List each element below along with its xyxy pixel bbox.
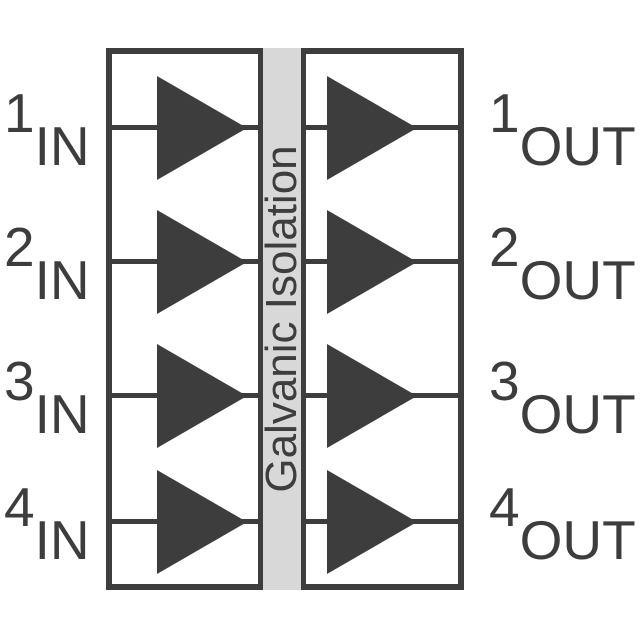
pin-name: OUT <box>519 115 636 177</box>
buffer-triangle-icon <box>157 344 247 448</box>
pin-name: OUT <box>519 509 636 571</box>
buffer-triangle-icon <box>157 76 247 180</box>
pin-number: 2 <box>4 216 35 278</box>
pin-label-out-3: 3OUT <box>489 350 636 442</box>
pin-label-out-1: 1OUT <box>489 82 636 174</box>
pin-label-in-4: 4IN <box>4 476 90 568</box>
pin-name: IN <box>34 115 90 177</box>
pin-label-in-2: 2IN <box>4 216 90 308</box>
pin-number: 1 <box>4 82 35 144</box>
pin-name: OUT <box>519 383 636 445</box>
pin-name: IN <box>34 383 90 445</box>
buffer-triangle-icon <box>157 470 247 574</box>
pin-name: IN <box>34 249 90 311</box>
isolation-barrier-label: Galvanic Isolation <box>257 145 306 493</box>
buffer-triangle-icon <box>327 76 417 180</box>
pin-number: 4 <box>489 476 520 538</box>
pin-number: 1 <box>489 82 520 144</box>
pin-number: 3 <box>4 350 35 412</box>
pin-number: 4 <box>4 476 35 538</box>
pin-label-out-2: 2OUT <box>489 216 636 308</box>
buffer-triangle-icon <box>327 470 417 574</box>
pin-name: IN <box>34 509 90 571</box>
pin-name: OUT <box>519 249 636 311</box>
buffer-triangle-icon <box>327 210 417 314</box>
pin-number: 2 <box>489 216 520 278</box>
buffer-triangle-icon <box>157 210 247 314</box>
pin-number: 3 <box>489 350 520 412</box>
buffer-triangle-icon <box>327 344 417 448</box>
pin-label-in-1: 1IN <box>4 82 90 174</box>
pin-label-out-4: 4OUT <box>489 476 636 568</box>
pin-label-in-3: 3IN <box>4 350 90 442</box>
isolation-barrier: Galvanic Isolation <box>257 48 306 590</box>
